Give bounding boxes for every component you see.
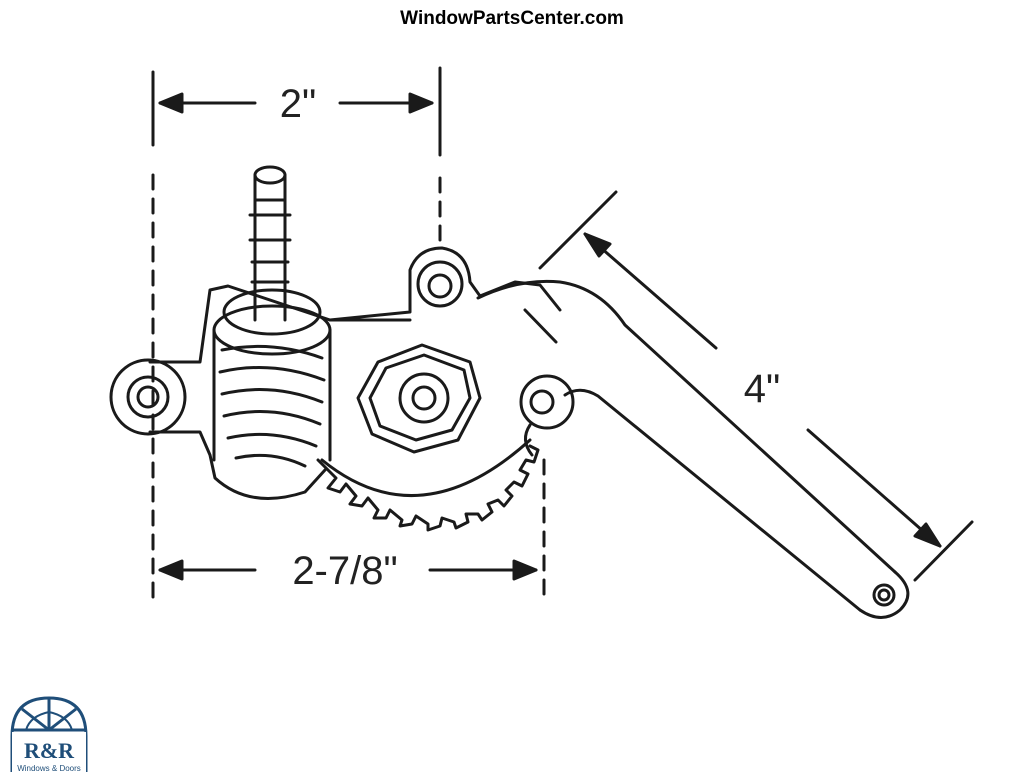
extension-lines bbox=[151, 66, 546, 602]
arm-pivot bbox=[519, 374, 575, 457]
arm-dimension-line bbox=[538, 190, 974, 582]
gear-sector bbox=[316, 438, 540, 532]
rr-logo: R&R Windows & Doors bbox=[10, 696, 88, 773]
arm-dimension-label: 4" bbox=[744, 367, 780, 411]
site-title: WindowParts­Center.com bbox=[400, 8, 624, 29]
top-dimension-label: 2" bbox=[280, 82, 316, 126]
logo-brand: R&R bbox=[24, 738, 75, 763]
top-dimension-line bbox=[158, 92, 434, 114]
worm-spindle bbox=[212, 165, 332, 468]
bottom-dimension-line bbox=[158, 559, 538, 581]
hex-nut bbox=[356, 343, 482, 454]
operator-arm bbox=[476, 279, 910, 619]
bottom-dimension-label: 2-7/8" bbox=[292, 549, 397, 593]
pivot-stud bbox=[416, 260, 464, 308]
logo-tagline: Windows & Doors bbox=[17, 764, 81, 773]
base-plate bbox=[109, 246, 562, 500]
